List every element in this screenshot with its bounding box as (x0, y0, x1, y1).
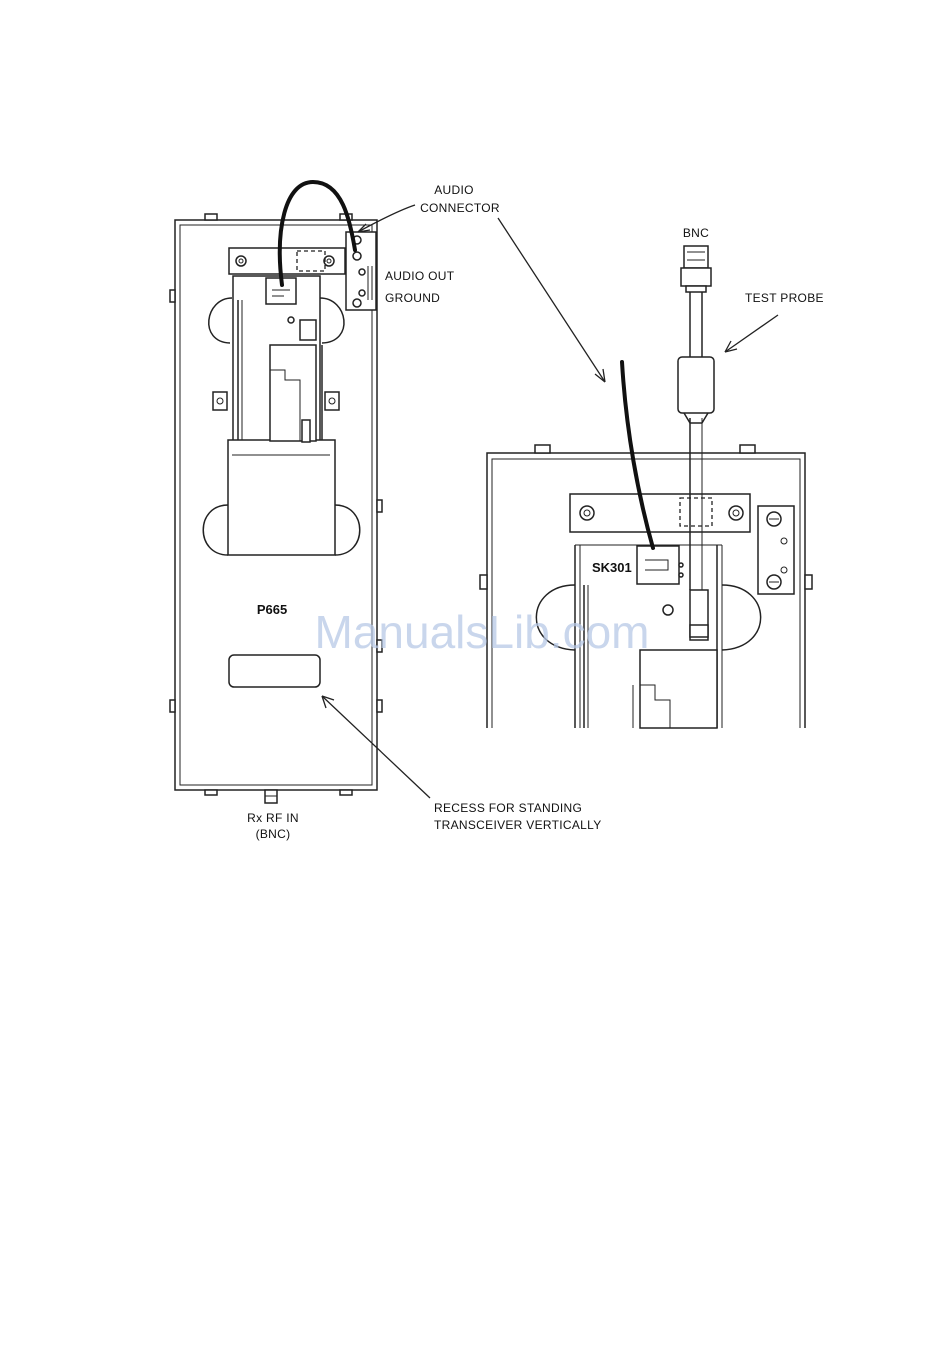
bnc-body (681, 268, 711, 286)
detail-bracket (570, 494, 750, 532)
case-tab (170, 700, 175, 712)
recess-label-line2: TRANSCEIVER VERTICALLY (434, 818, 602, 832)
transceiver-lower (228, 440, 335, 555)
test-probe-arrow (725, 315, 778, 352)
case-tab (205, 214, 217, 220)
case-tab (170, 290, 175, 302)
audio-connector-label-line2: CONNECTOR (420, 201, 500, 215)
rx-rf-in-label-line1: Rx RF IN (247, 811, 299, 825)
detail-component (640, 650, 717, 728)
sk301-label: SK301 (592, 560, 632, 575)
audio-out-label: AUDIO OUT (385, 269, 455, 283)
test-probe-body (678, 357, 714, 413)
audio-out-terminal (359, 269, 365, 275)
ground-terminal (359, 290, 365, 296)
watermark: ManualsLib.com (315, 606, 650, 658)
bnc-plug (684, 246, 708, 268)
case-tab (205, 790, 217, 795)
detail-cable-arrow (498, 218, 605, 382)
recess-label-line1: RECESS FOR STANDING (434, 801, 582, 815)
case-tab (377, 500, 382, 512)
screw (236, 256, 246, 266)
jig-left (170, 182, 382, 803)
ground-label: GROUND (385, 291, 440, 305)
audio-connector-label-line1: AUDIO (434, 183, 474, 197)
rx-rf-in-label-line2: (BNC) (256, 827, 291, 841)
sk301-socket (637, 546, 679, 584)
case-tab (340, 790, 352, 795)
audio-connector-arrow (358, 205, 415, 232)
clip (325, 392, 339, 410)
clip (213, 392, 227, 410)
recess (229, 655, 320, 687)
lobe (722, 585, 761, 650)
case-tab (377, 700, 382, 712)
bnc-label: BNC (683, 226, 709, 240)
model-label: P665 (257, 602, 287, 617)
test-probe-label: TEST PROBE (745, 291, 824, 305)
